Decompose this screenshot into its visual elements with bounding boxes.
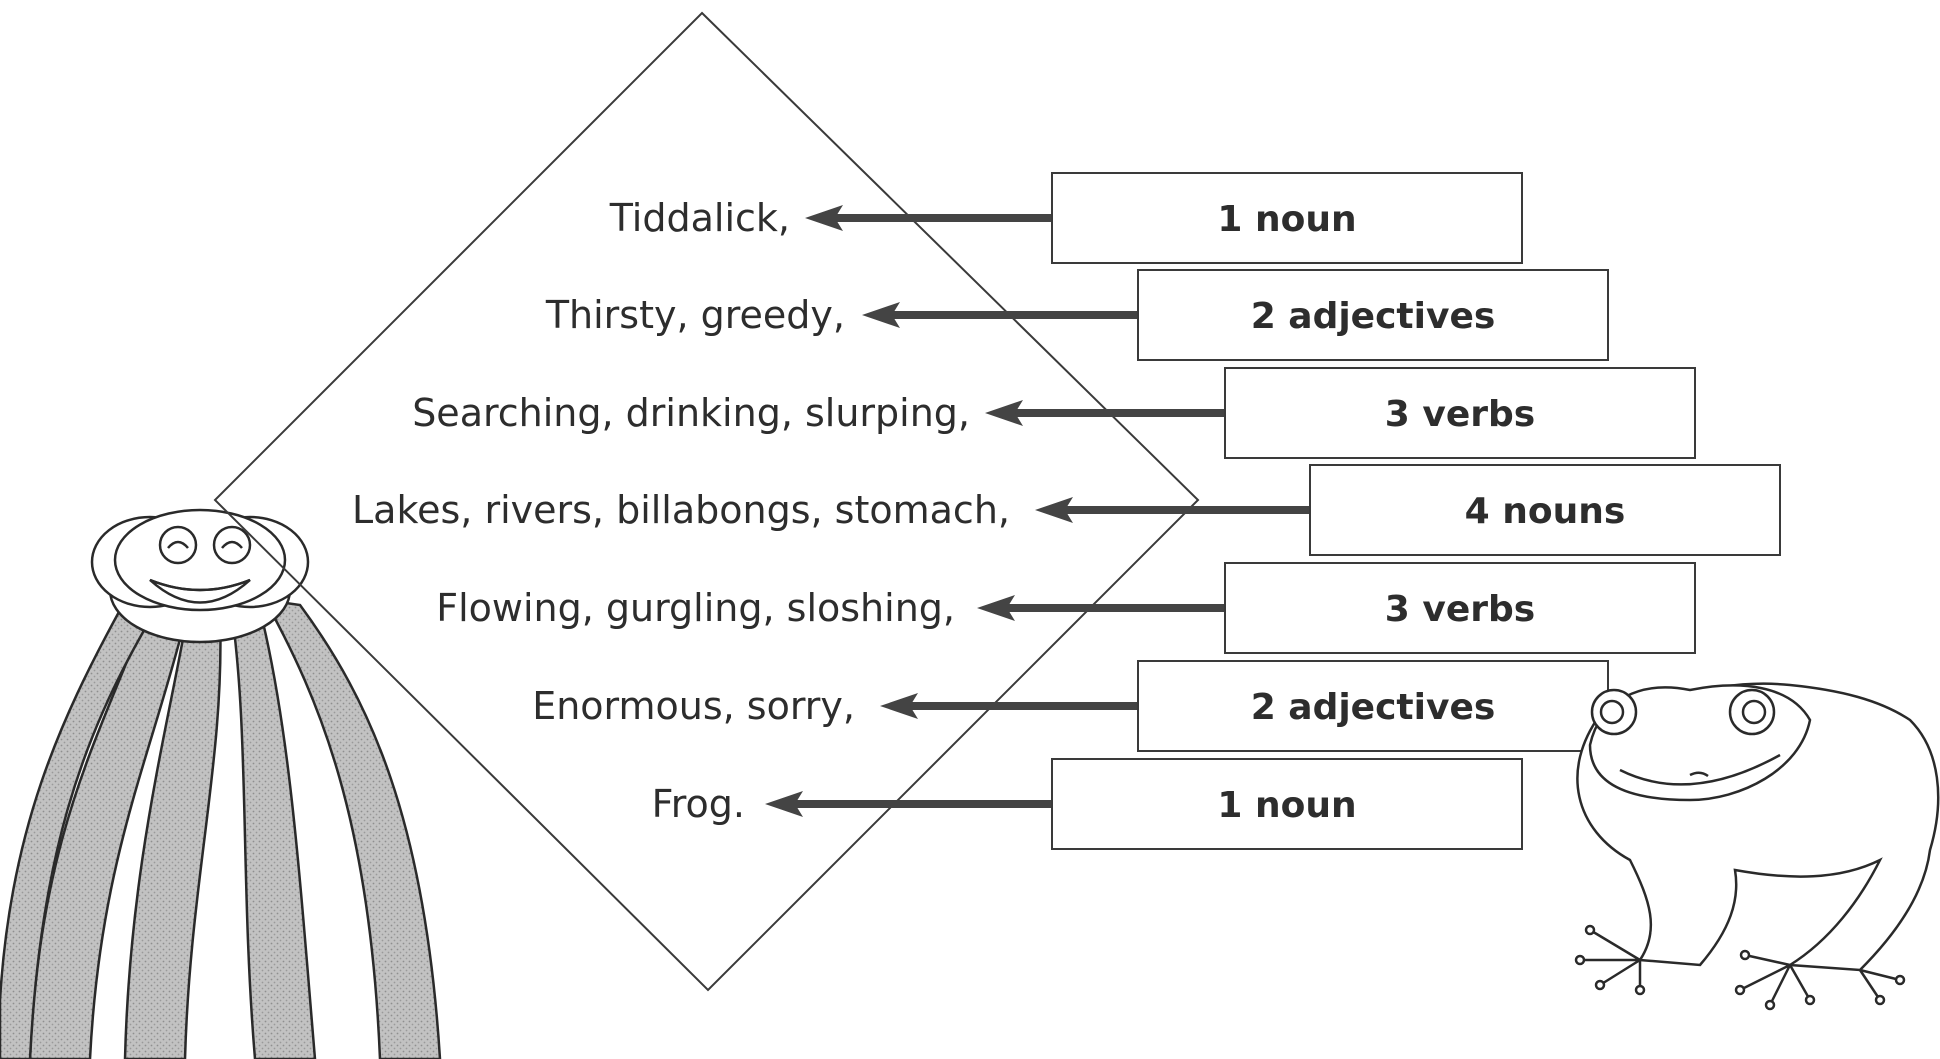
poem-line: Frog. <box>652 782 745 826</box>
word-type-box <box>1137 269 1609 361</box>
arrow-head <box>765 791 803 817</box>
arrow-head <box>805 205 843 231</box>
word-type-label: 3 verbs <box>1385 589 1535 630</box>
word-type-box <box>1137 660 1609 752</box>
word-type-box <box>1224 562 1696 654</box>
word-type-box <box>1309 464 1781 556</box>
arrows <box>765 205 1310 817</box>
word-type-label: 2 adjectives <box>1251 296 1496 337</box>
arrow-head <box>985 400 1023 426</box>
word-type-box <box>1051 172 1523 264</box>
poem-lines: Tiddalick, Thirsty, greedy, Searching, dri… <box>352 196 1010 826</box>
diamond-shape <box>213 11 1200 992</box>
tiddalick-head <box>90 508 310 644</box>
poem-line: Tiddalick, <box>609 196 790 240</box>
word-type-box <box>1051 758 1523 850</box>
word-type-box <box>1224 367 1696 459</box>
arrow-head <box>977 595 1015 621</box>
word-type-label: 1 noun <box>1217 785 1356 826</box>
word-type-label: 3 verbs <box>1385 394 1535 435</box>
poem-line: Enormous, sorry, <box>532 684 855 728</box>
word-type-label: 4 nouns <box>1465 491 1626 532</box>
water-streams <box>0 598 442 1059</box>
arrow-head <box>862 302 900 328</box>
word-type-boxes: 1 noun 2 adjectives 3 verbs 4 nouns 3 verbs 2… <box>1051 172 1781 850</box>
poem-line: Lakes, rivers, billabongs, stomach, <box>352 488 1010 532</box>
arrow-head <box>880 693 918 719</box>
sitting-frog-illustration <box>1574 682 1940 1011</box>
arrow-head <box>1035 497 1073 523</box>
poem-line: Flowing, gurgling, sloshing, <box>436 586 955 630</box>
word-type-label: 1 noun <box>1217 199 1356 240</box>
tiddalick-frog-illustration <box>0 508 442 1059</box>
poem-line: Thirsty, greedy, <box>545 293 845 337</box>
poem-line: Searching, drinking, slurping, <box>412 391 970 435</box>
word-type-label: 2 adjectives <box>1251 687 1496 728</box>
